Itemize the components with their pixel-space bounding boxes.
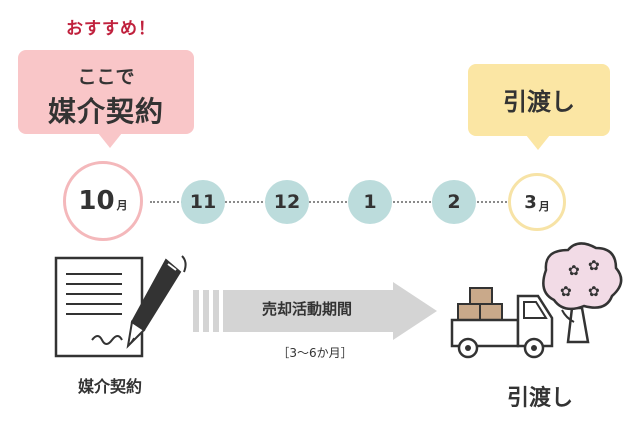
timeline-month-3: 1 xyxy=(348,180,392,224)
timeline-month-1: 11 xyxy=(181,180,225,224)
contract-label: 媒介契約 xyxy=(77,377,142,396)
contract-callout-line2: 媒介契約 xyxy=(47,95,164,128)
end-month-unit: 月 xyxy=(538,200,550,213)
timeline-month-4: 2 xyxy=(432,180,476,224)
svg-text:✿: ✿ xyxy=(568,263,580,279)
start-month-unit: 月 xyxy=(116,199,128,212)
svg-text:✿: ✿ xyxy=(588,258,600,274)
timeline-dotted-line xyxy=(150,201,510,203)
handover-label: 引渡し xyxy=(506,386,573,411)
handover-callout-text: 引渡し xyxy=(503,88,575,116)
svg-text:✿: ✿ xyxy=(588,284,600,300)
contract-document-icon xyxy=(54,256,144,358)
contract-callout-line1: ここで xyxy=(77,66,135,88)
cherry-blossom-tree-icon: ✿ ✿ ✿ ✿ xyxy=(542,242,623,344)
start-month-number: 10 xyxy=(78,186,115,216)
contract-illustration xyxy=(54,255,187,358)
delivery-truck-icon xyxy=(450,287,554,359)
handover-illustration: ✿ ✿ ✿ ✿ xyxy=(450,242,623,359)
sales-period-arrow xyxy=(193,282,437,340)
handover-callout-bubble: 引渡し xyxy=(468,64,610,150)
svg-text:✿: ✿ xyxy=(560,284,572,300)
contract-callout-bubble: ここで 媒介契約 xyxy=(18,50,194,148)
end-month-number: 3 xyxy=(524,191,537,213)
timeline-month-2: 12 xyxy=(265,180,309,224)
fountain-pen-icon xyxy=(126,255,187,349)
recommend-label: おすすめ！ xyxy=(66,19,156,39)
sales-period-duration: ［3〜6か月］ xyxy=(277,346,353,360)
sales-period-label: 売却活動期間 xyxy=(261,300,352,318)
